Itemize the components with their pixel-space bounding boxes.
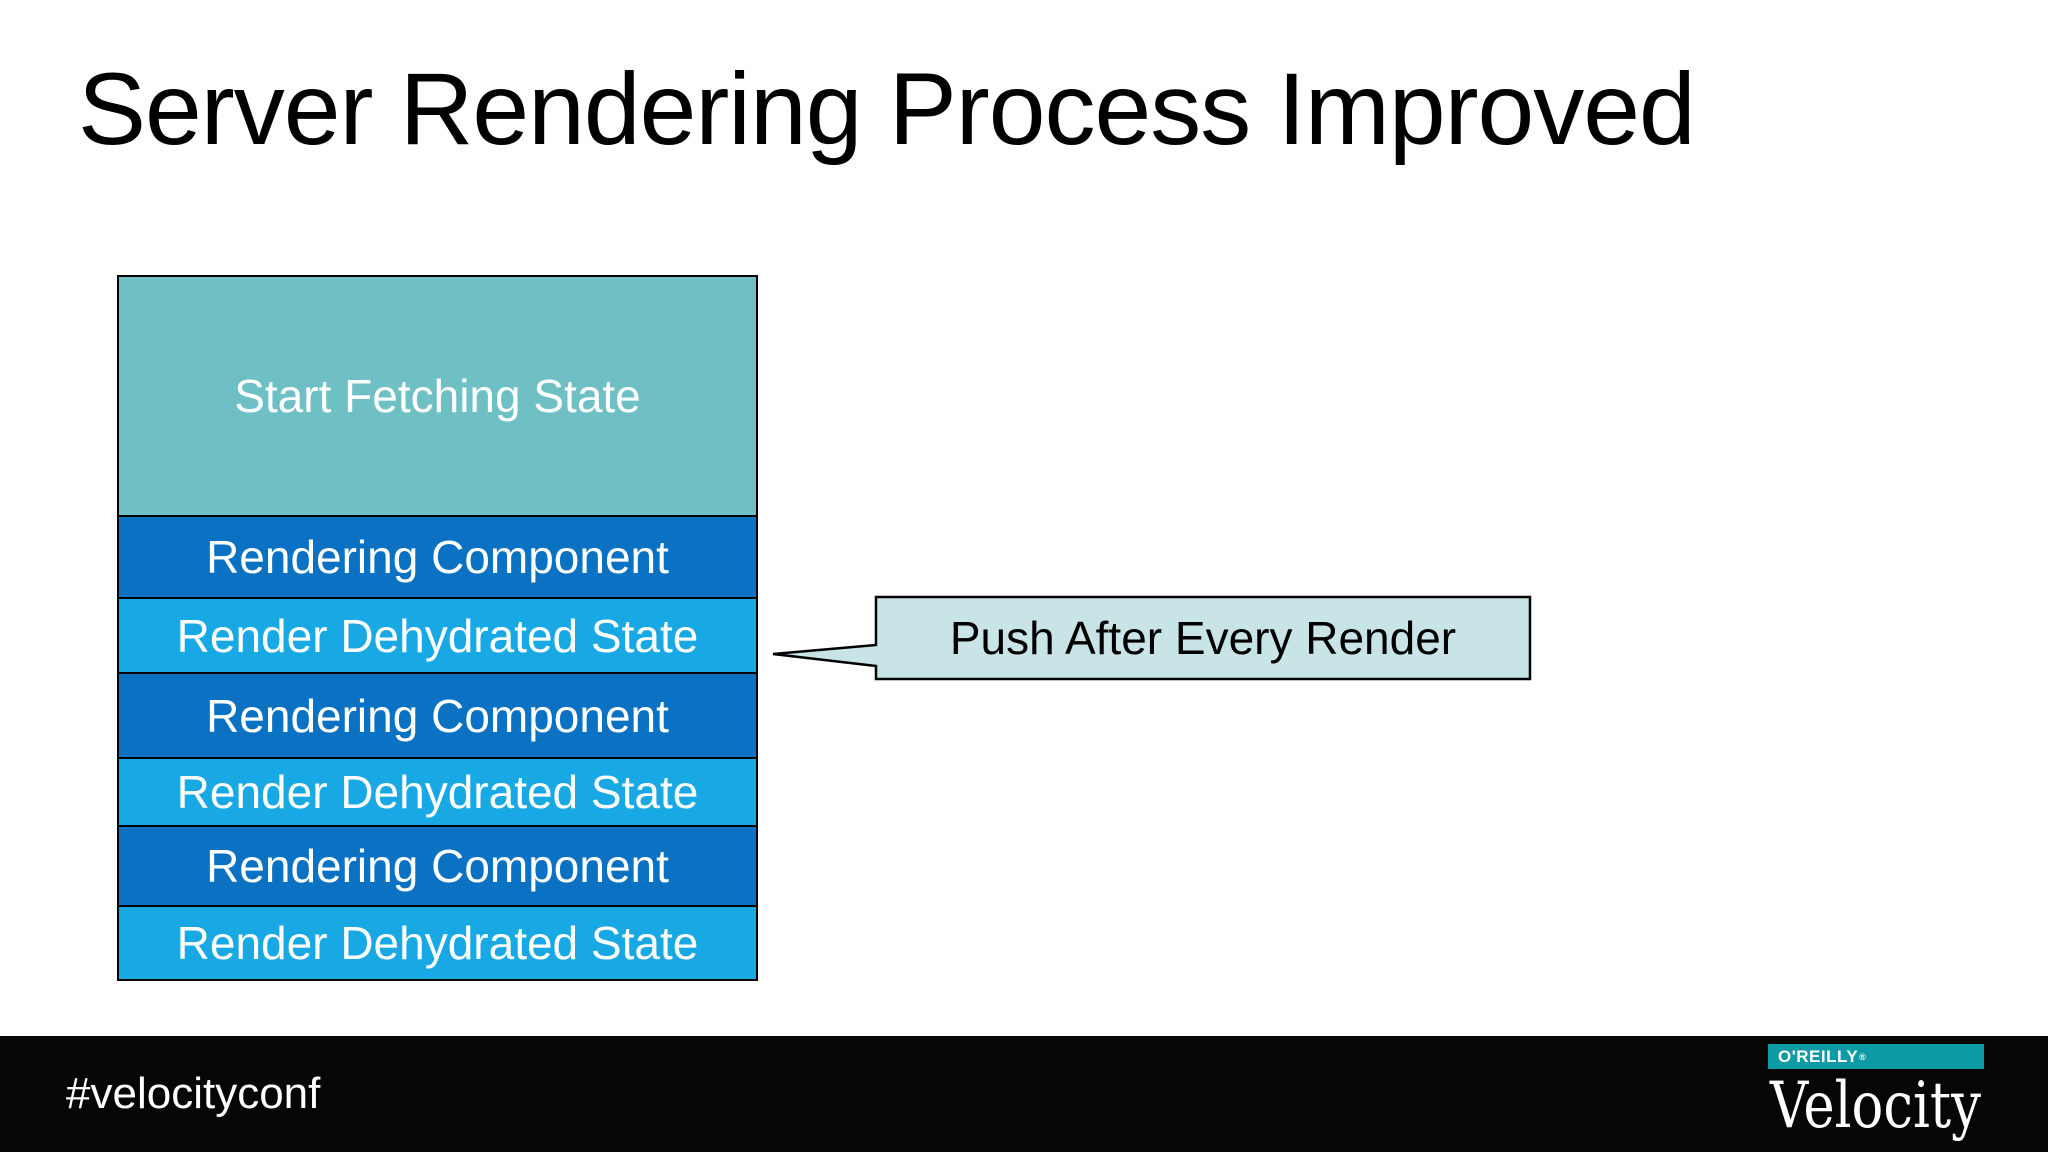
stack-row-label: Rendering Component: [206, 840, 669, 892]
oreilly-brand-bar: O'REILLY®: [1768, 1044, 1984, 1069]
oreilly-velocity-logo: O'REILLY® Velocity: [1768, 1044, 1984, 1148]
stack-row-render-dehydrated-state-3: Render Dehydrated State: [117, 905, 758, 981]
conference-hashtag: #velocityconf: [66, 1069, 321, 1118]
slide-title: Server Rendering Process Improved: [78, 52, 1696, 166]
speech-bubble-shape: [772, 595, 1532, 681]
callout-label: Push After Every Render: [949, 612, 1457, 664]
stack-row-label: Render Dehydrated State: [176, 917, 699, 969]
stack-row-label: Rendering Component: [206, 531, 669, 583]
stack-row-render-dehydrated-state-2: Render Dehydrated State: [117, 757, 758, 827]
stack-row-label: Start Fetching State: [234, 370, 641, 422]
stack-row-label: Rendering Component: [206, 689, 669, 742]
stack-row-rendering-component-3: Rendering Component: [117, 825, 758, 907]
stack-row-label: Render Dehydrated State: [176, 766, 699, 818]
stack-row-rendering-component-2: Rendering Component: [117, 672, 758, 759]
registered-trademark-symbol: ®: [1859, 1051, 1866, 1062]
footer-bar: #velocityconf O'REILLY® Velocity: [0, 1036, 2048, 1152]
callout-bubble: [772, 595, 1532, 681]
oreilly-brand-text: O'REILLY: [1778, 1046, 1859, 1066]
velocity-wordmark-text: Velocity: [1769, 1071, 1981, 1143]
stack-row-label: Render Dehydrated State: [176, 609, 699, 662]
stack-row-render-dehydrated-state-1: Render Dehydrated State: [117, 597, 758, 674]
velocity-wordmark: Velocity: [1769, 1071, 1981, 1143]
stack-row-rendering-component-1: Rendering Component: [117, 515, 758, 599]
process-stack: Start Fetching State Rendering Component…: [117, 275, 758, 981]
stack-row-start-fetching-state: Start Fetching State: [117, 275, 758, 517]
